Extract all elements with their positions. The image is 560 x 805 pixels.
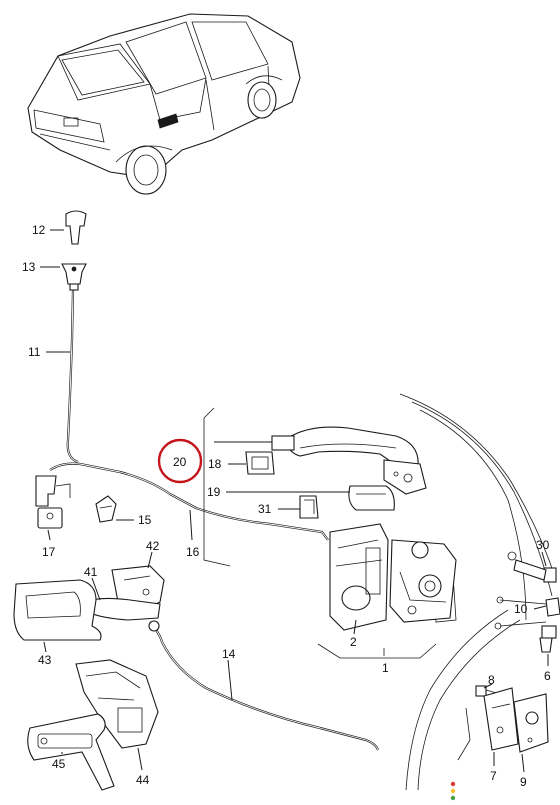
signal-dot-yellow bbox=[450, 788, 456, 794]
part-13-guide-sleeve bbox=[61, 263, 87, 291]
callout-30: 30 bbox=[536, 538, 550, 552]
part-7-hinge-striker bbox=[483, 687, 519, 751]
part-12-lock-knob bbox=[65, 210, 87, 245]
lock-group-bracket bbox=[317, 643, 437, 659]
part-15-clip bbox=[95, 495, 117, 523]
signal-dots bbox=[450, 781, 456, 801]
callout-42: 42 bbox=[146, 539, 160, 553]
callout-20-highlight-ring bbox=[157, 438, 203, 484]
rod-11 bbox=[66, 289, 79, 464]
part-17-lock-mechanism bbox=[35, 475, 71, 529]
assembly-bracket-line bbox=[203, 407, 231, 567]
callout-45: 45 bbox=[52, 757, 66, 771]
callout-16: 16 bbox=[186, 545, 200, 559]
callout-13: 13 bbox=[22, 260, 36, 274]
callout-19: 19 bbox=[207, 485, 221, 499]
callout-15: 15 bbox=[138, 513, 152, 527]
callout-12: 12 bbox=[32, 223, 46, 237]
part-6-screw bbox=[539, 625, 557, 653]
part-30-bolt bbox=[513, 559, 557, 583]
callout-18: 18 bbox=[208, 457, 222, 471]
callout-7: 7 bbox=[490, 769, 497, 783]
callout-1: 1 bbox=[382, 661, 389, 675]
callout-41: 41 bbox=[84, 565, 98, 579]
part-43-handle-trim bbox=[13, 579, 102, 641]
part-10-nut bbox=[499, 597, 560, 627]
part-41-inner-handle bbox=[83, 597, 161, 621]
rod-14 bbox=[148, 620, 380, 751]
callout-31: 31 bbox=[258, 502, 272, 516]
part-44-actuator bbox=[75, 659, 159, 749]
part-9-striker-plate bbox=[513, 693, 549, 753]
callout-10: 10 bbox=[514, 602, 528, 616]
callout-44: 44 bbox=[136, 773, 150, 787]
callout-8: 8 bbox=[488, 673, 495, 687]
part-19-cover bbox=[348, 485, 395, 511]
callout-43: 43 bbox=[38, 653, 52, 667]
rod-16 bbox=[49, 462, 329, 541]
part-2-lock-housing bbox=[329, 523, 389, 631]
part-45-escutcheon bbox=[27, 713, 115, 791]
callout-17: 17 bbox=[42, 545, 56, 559]
part-1-door-lock bbox=[389, 539, 457, 623]
part-31-retaining-clip bbox=[299, 495, 319, 519]
part-18-gasket bbox=[245, 451, 275, 475]
callout-20: 20 bbox=[173, 455, 187, 469]
callout-6: 6 bbox=[544, 669, 551, 683]
part-20-outer-handle bbox=[271, 426, 427, 495]
signal-dot-green bbox=[450, 795, 456, 801]
callout-14: 14 bbox=[222, 647, 236, 661]
signal-dot-red bbox=[450, 781, 456, 787]
callout-9: 9 bbox=[520, 775, 527, 789]
callout-2: 2 bbox=[350, 635, 357, 649]
leader-lines bbox=[40, 229, 549, 773]
car-illustration bbox=[27, 13, 301, 195]
callout-11: 11 bbox=[28, 345, 41, 359]
